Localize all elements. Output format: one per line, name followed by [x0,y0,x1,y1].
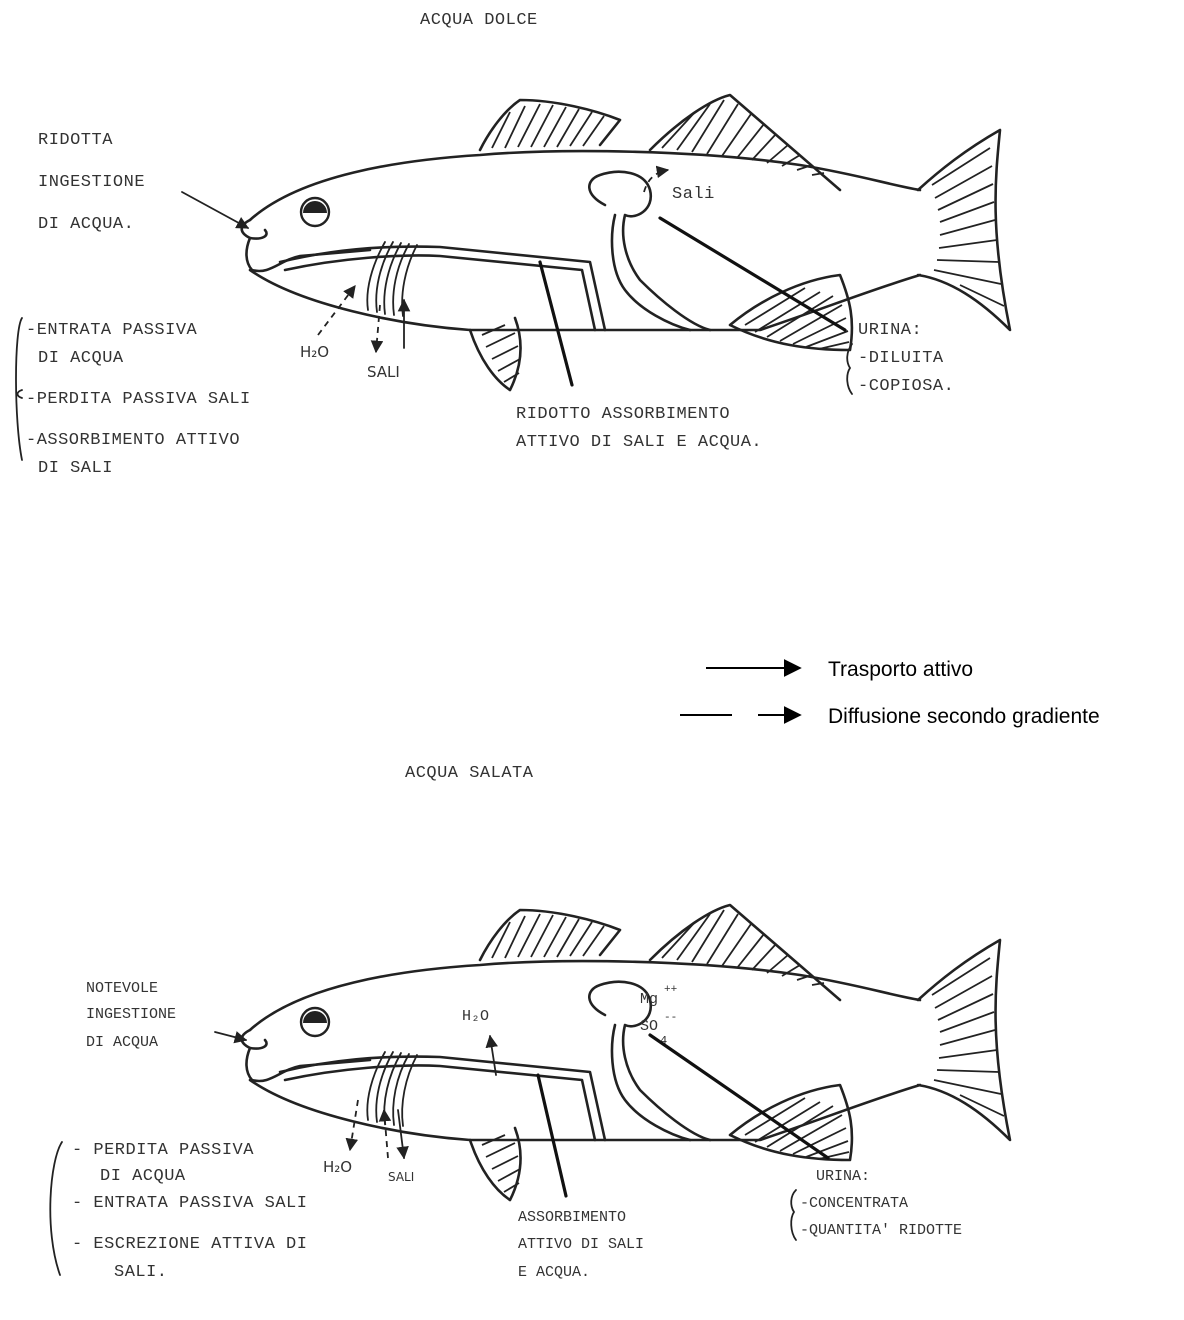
sw-kidney-so: SO [640,1018,658,1035]
sw-urine-2: -QUANTITA' RIDOTTE [800,1222,962,1239]
sw-kidney-mg: Mg [640,991,658,1008]
legend: Trasporto attivo Diffusione secondo grad… [680,658,1100,728]
sw-intestine-pointer [538,1075,566,1196]
sw-gill-h2o: H₂O [323,1158,352,1176]
fw-ingestion-line2: INGESTIONE [38,173,145,192]
sw-gill-note-2: DI ACQUA [100,1167,186,1186]
sw-gill-note-3: - ENTRATA PASSIVA SALI [72,1194,307,1213]
freshwater-fish [242,95,1010,390]
saltwater-title: ACQUA SALATA [405,764,534,783]
saltwater-fish [242,905,1010,1200]
sw-urine-title: URINA: [816,1168,870,1185]
fw-gill-note-5: DI SALI [38,459,113,478]
sw-urine-1: -CONCENTRATA [800,1195,908,1212]
fw-urine-pointer [660,218,845,330]
sw-intestine-line3: E ACQUA. [518,1264,590,1281]
fw-urine-title: URINA: [858,321,922,340]
sw-kidney-so-charge: -- [664,1012,677,1024]
sw-gill-note-1: - PERDITA PASSIVA [72,1141,254,1160]
sw-gill-note-5: SALI. [114,1263,168,1282]
fw-gill-note-3: -PERDITA PASSIVA SALI [26,390,251,409]
fw-gill-sali: SALI [367,363,400,381]
freshwater-title: ACQUA DOLCE [420,11,538,30]
fw-intestine-line2: ATTIVO DI SALI E ACQUA. [516,433,762,452]
sw-brace [50,1142,62,1275]
sw-ingestion-line2: INGESTIONE [86,1006,176,1023]
sw-urine-brace [791,1190,796,1240]
sw-intestine-line2: ATTIVO DI SALI [518,1236,644,1253]
sw-ingestion-line1: NOTEVOLE [86,980,158,997]
sw-h2o-diffusion-arrow [350,1100,358,1150]
legend-diffusion-label: Diffusione secondo gradiente [828,705,1100,728]
fw-intestine-pointer [540,262,572,385]
fw-urine-2: -COPIOSA. [858,377,954,396]
fw-brace [16,318,22,460]
sw-intestine-h2o-arrow [490,1036,496,1075]
fw-kidney-salt-arrow [644,170,668,192]
fw-gill-note-2: DI ACQUA [38,349,124,368]
fw-ingestion-line1: RIDOTTA [38,131,113,150]
fw-ingestion-line3: DI ACQUA. [38,215,134,234]
fw-urine-1: -DILUITA [858,349,944,368]
fw-urine-brace [847,344,852,394]
fw-kidney-salts: Sali [672,185,715,204]
sw-gill-sali: SALI [388,1170,414,1184]
sw-gill-note-4: - ESCREZIONE ATTIVA DI [72,1235,307,1254]
fw-ingestion-arrow [182,192,248,228]
sw-ingestion-line3: DI ACQUA [86,1034,158,1051]
sw-kidney-mg-charge: ++ [664,984,677,996]
fw-gill-note-1: -ENTRATA PASSIVA [26,321,198,340]
fw-intestine-line1: RIDOTTO ASSORBIMENTO [516,405,730,424]
legend-active-label: Trasporto attivo [828,658,973,681]
sw-intestine-h2o: H₂O [462,1008,489,1025]
fw-gill-note-4: -ASSORBIMENTO ATTIVO [26,431,240,450]
sw-intestine-line1: ASSORBIMENTO [518,1209,626,1226]
fw-gill-h2o: H₂O [300,343,329,361]
